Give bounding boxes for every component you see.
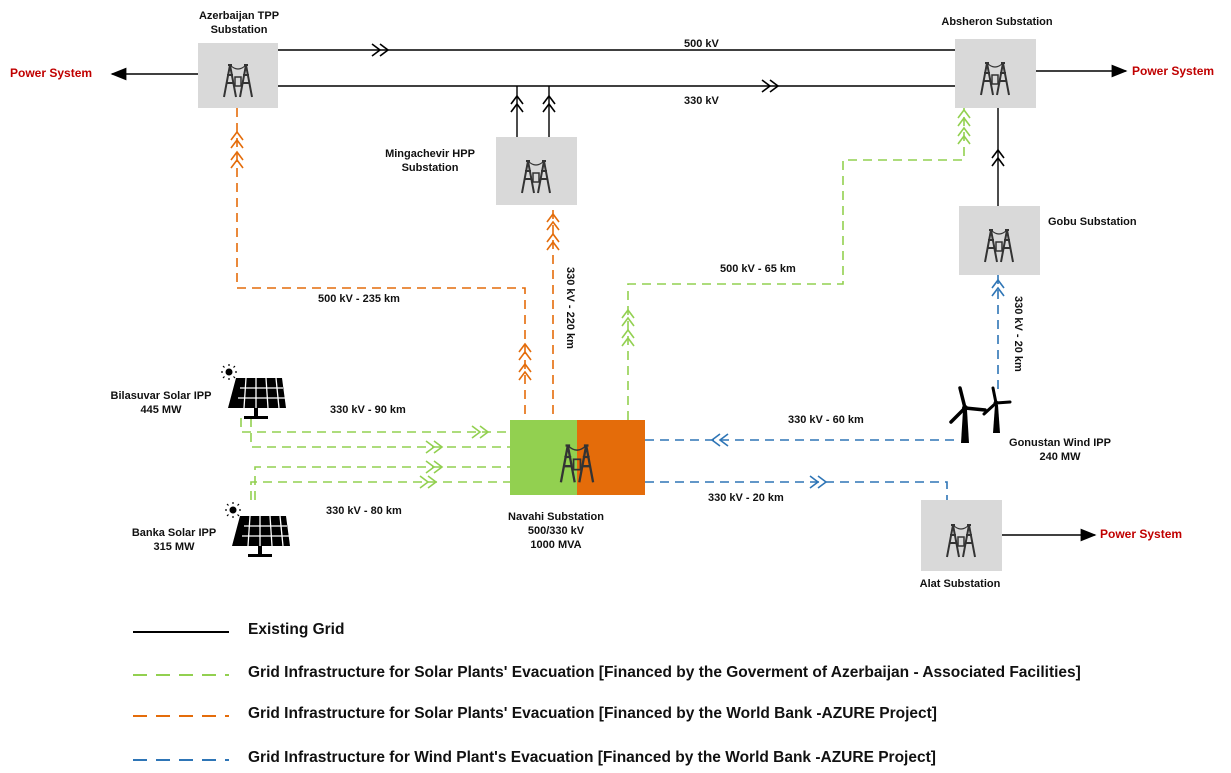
orange-chevrons bbox=[230, 130, 560, 381]
substation-alat bbox=[921, 500, 1002, 571]
blue-lines bbox=[645, 275, 999, 500]
label-gobu: Gobu Substation bbox=[1048, 216, 1137, 228]
wind-turbine-icon bbox=[949, 386, 1012, 443]
legend-swatches bbox=[133, 631, 229, 761]
existing-grid-lines bbox=[278, 49, 999, 206]
substation-absheron bbox=[955, 39, 1036, 108]
legend-existing: Existing Grid bbox=[248, 621, 345, 638]
solar-panel-icon-banka bbox=[225, 502, 290, 557]
line-label-bilasuvar-navahi: 330 kV - 90 km bbox=[330, 404, 406, 416]
line-label-gobu-gonustan: 330 kV - 20 km bbox=[1012, 296, 1024, 372]
green-chevrons bbox=[419, 108, 971, 489]
solar-panel-icon-bilasuvar bbox=[221, 364, 286, 419]
existing-grid-chevrons bbox=[371, 43, 1005, 167]
line-label-top-330: 330 kV bbox=[684, 95, 719, 107]
line-label-banka-navahi: 330 kV - 80 km bbox=[326, 505, 402, 517]
line-label-tpp-navahi: 500 kV - 235 km bbox=[318, 293, 400, 305]
label-alat: Alat Substation bbox=[919, 578, 1001, 590]
label-azerbaijan-tpp: Azerbaijan TPP Substation bbox=[198, 10, 280, 36]
label-mingachevir: Mingachevir HPP Substation bbox=[385, 148, 475, 174]
legend-solar-wb: Grid Infrastructure for Solar Plants' Ev… bbox=[248, 705, 937, 722]
substation-azerbaijan-tpp bbox=[198, 43, 278, 108]
power-system-label-alat: Power System bbox=[1100, 527, 1183, 541]
label-navahi: Navahi Substation 500/330 kV 1000 MVA bbox=[508, 511, 604, 551]
label-gonustan: Gonustan Wind IPP 240 MW bbox=[1009, 437, 1111, 463]
power-system-arrows bbox=[110, 64, 1128, 542]
line-label-navahi-alat: 330 kV - 20 km bbox=[708, 492, 784, 504]
substation-gobu bbox=[959, 206, 1040, 275]
substation-navahi bbox=[510, 420, 645, 495]
label-bilasuvar: Bilasuvar Solar IPP 445 MW bbox=[110, 390, 212, 416]
green-lines bbox=[240, 108, 965, 500]
line-label-gonustan-navahi: 330 kV - 60 km bbox=[788, 414, 864, 426]
power-system-label-left: Power System bbox=[10, 66, 93, 80]
orange-lines bbox=[236, 108, 554, 420]
power-system-label-right: Power System bbox=[1132, 64, 1215, 78]
legend-solar-gov: Grid Infrastructure for Solar Plants' Ev… bbox=[248, 664, 1081, 681]
line-label-mingachevir-navahi: 330 kV - 220 km bbox=[564, 267, 576, 349]
line-label-top-500: 500 kV bbox=[684, 38, 719, 50]
substation-mingachevir bbox=[496, 137, 577, 205]
label-absheron: Absheron Substation bbox=[941, 16, 1053, 28]
blue-chevrons bbox=[710, 278, 1005, 489]
legend-wind-wb: Grid Infrastructure for Wind Plant's Eva… bbox=[248, 749, 936, 766]
line-label-absheron-navahi: 500 kV - 65 km bbox=[720, 263, 796, 275]
label-banka: Banka Solar IPP 315 MW bbox=[131, 527, 217, 553]
